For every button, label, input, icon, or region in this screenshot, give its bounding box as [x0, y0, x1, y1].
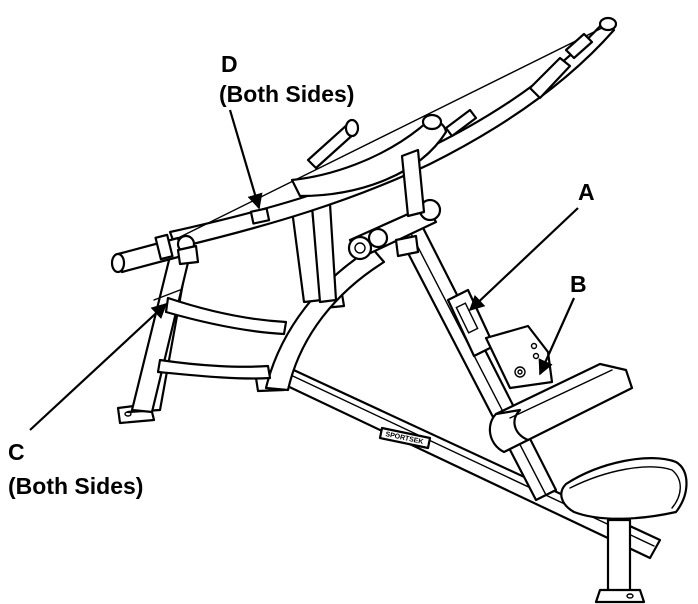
left-frame: [126, 202, 386, 414]
base-frame: SPORTSEK: [116, 292, 662, 604]
movement-arm: [110, 16, 618, 274]
leader-d: [228, 109, 263, 210]
label-c-note: (Both Sides): [8, 473, 143, 499]
label-d-note: (Both Sides): [219, 81, 354, 107]
label-b-letter: B: [570, 271, 587, 297]
leader-c: [29, 302, 168, 431]
callout-leaders: [29, 109, 579, 431]
seat: [560, 457, 688, 520]
label-a-letter: A: [578, 179, 595, 205]
chest-pad: [488, 362, 634, 454]
leader-b: [538, 297, 576, 376]
label-d-letter: D: [221, 51, 238, 77]
label-c-letter: C: [8, 439, 25, 465]
pivot-assembly: [347, 198, 442, 261]
leader-a: [468, 207, 579, 312]
